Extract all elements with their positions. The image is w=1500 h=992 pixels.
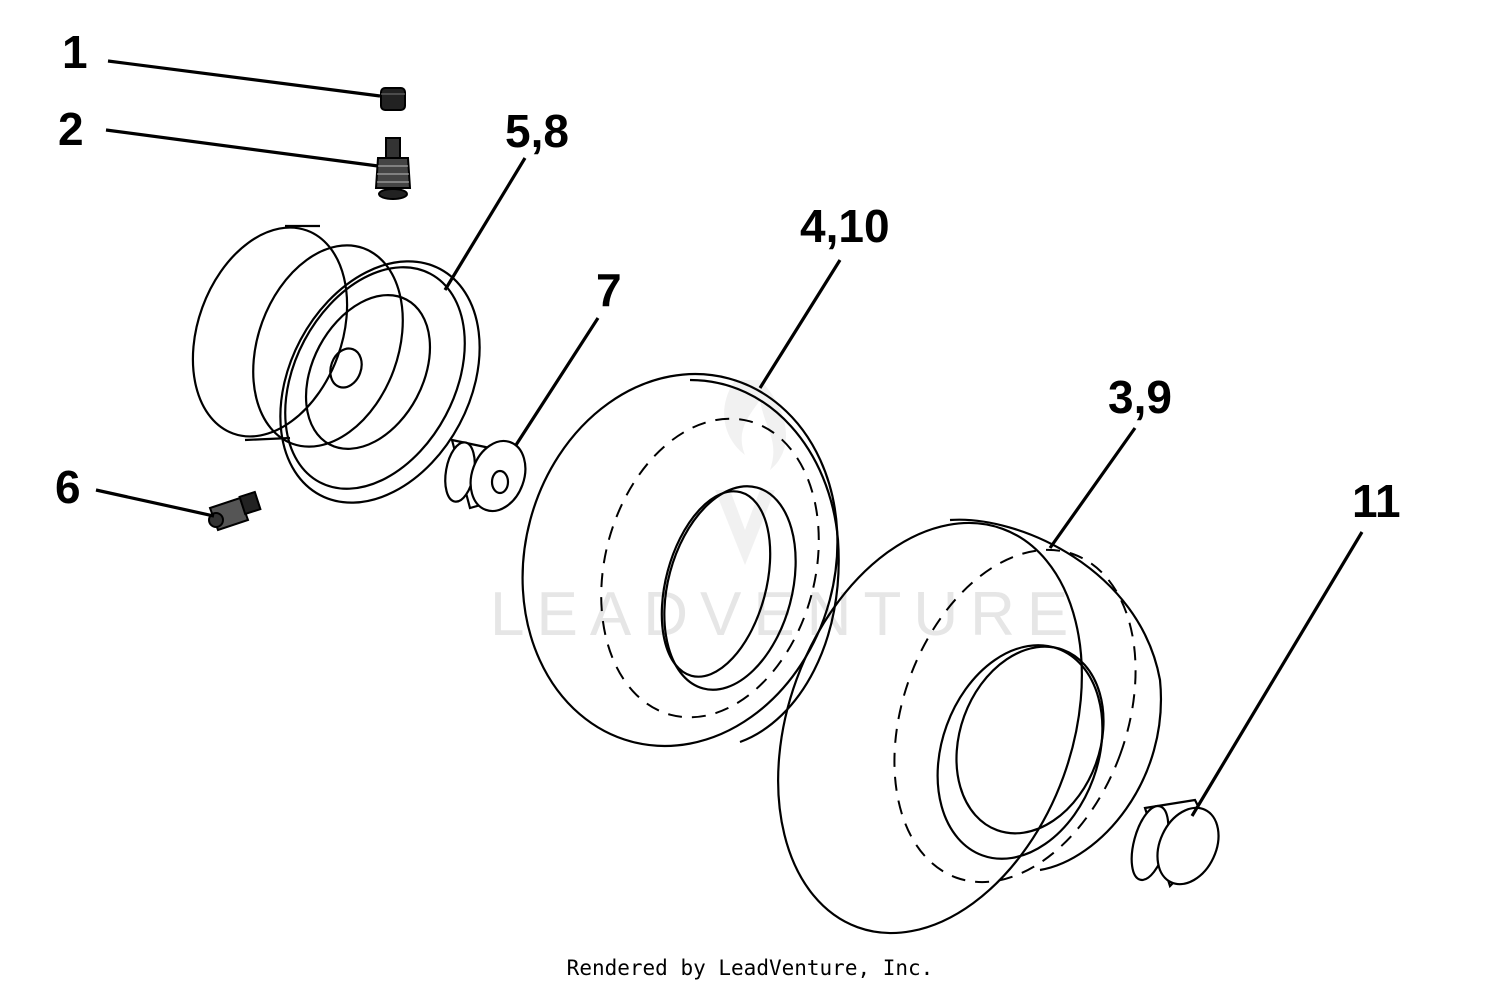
watermark-text: LEADVENTURE: [490, 580, 1080, 649]
leader-line-1: [107, 59, 381, 98]
leader-line-11: [1190, 531, 1364, 817]
callout-4-10: 4,10: [800, 200, 890, 252]
valve-stem: [374, 137, 412, 200]
wheel-rim: [191, 224, 481, 504]
callout-7: 7: [596, 264, 622, 316]
callout-3-9: 3,9: [1108, 371, 1172, 423]
footer-credit: Rendered by LeadVenture, Inc.: [567, 956, 934, 980]
leader-line-7: [514, 317, 600, 446]
tire-front: [521, 372, 840, 748]
bushing: [444, 438, 527, 513]
callout-5-8: 5,8: [505, 105, 569, 157]
hub-cap: [1130, 798, 1220, 889]
leader-line-4-10: [758, 259, 842, 389]
callout-11: 11: [1352, 475, 1401, 527]
leader-line-5-8: [443, 157, 527, 291]
leader-line-6: [95, 488, 215, 518]
callout-1: 1: [62, 26, 88, 78]
valve-cap: [380, 87, 406, 111]
tire-rear: [777, 518, 1163, 935]
leader-line-3-9: [1048, 427, 1137, 549]
leader-line-2: [105, 128, 379, 168]
callout-6: 6: [55, 461, 81, 513]
grease-fitting: [208, 490, 262, 532]
callout-2: 2: [58, 103, 84, 155]
watermark-logo: [715, 380, 787, 565]
